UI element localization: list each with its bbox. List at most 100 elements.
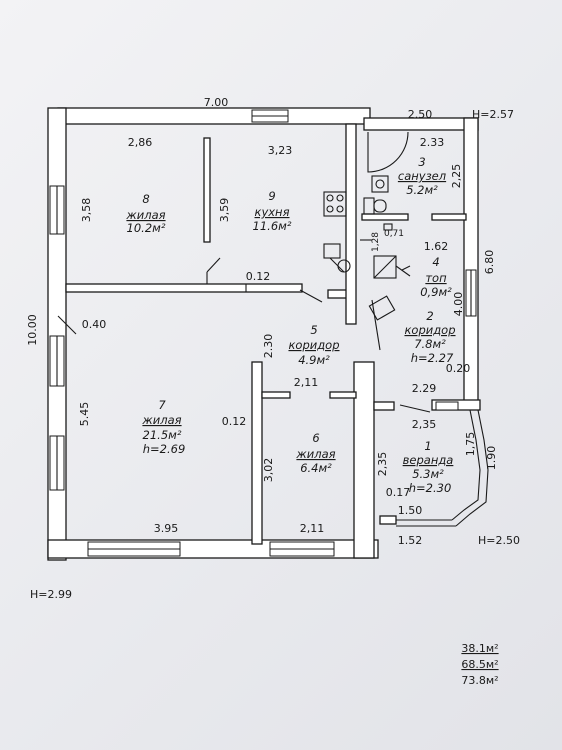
dim-2-11-a: 2,11 [294,376,319,389]
room-name: коридор [288,338,339,352]
kitchen-sink-icon [323,243,341,259]
windows [49,109,489,557]
room-name: топ [425,271,447,285]
toilet-icon [373,199,387,213]
room-name: кухня [255,205,290,219]
wall-veranda-stub [373,401,395,411]
corridor-device-icon [368,295,396,321]
dim-4-00: 4.00 [452,292,465,317]
dim-3-23: 3,23 [268,144,293,157]
room-7-label: 7 жилая 21.5м² h=2.69 [141,398,185,456]
door-8-arc [206,257,221,273]
room-number: 9 [268,189,275,203]
dim-2-35-b: 2,35 [412,418,437,431]
room-number: 6 [312,431,319,445]
dim-5-45: 5.45 [78,402,91,427]
room-1-label: 1 веранда 5.3м² h=2.30 [403,439,454,495]
dim-0-17: 0.17 [386,486,411,499]
dim-3-02: 3,02 [262,458,275,483]
storage-box-diag [373,255,397,279]
room-3-label: 3 санузел 5.2м² [398,155,447,197]
wall-6-top-a [261,391,291,399]
wall-top [57,107,371,125]
door-5-line [299,289,323,303]
room-2-label: 2 коридор 7.8м² h=2.27 [404,309,455,365]
door-kitchen-line [329,257,345,273]
room-name: жилая [125,208,165,222]
bath-sink-icon [371,175,389,193]
total-living-area: 38.1м² [461,642,498,655]
dim-0-12-b: 0.12 [222,415,247,428]
room-number: 3 [418,155,425,169]
wall-6-top-b [329,391,357,399]
room-number: 4 [432,255,439,269]
room-number: 1 [424,439,431,453]
dim-1-28: 1,28 [371,232,381,252]
dim-2-29: 2.29 [412,382,437,395]
total-area-with-veranda: 73.8м² [461,674,498,687]
window-veranda-top [435,401,459,411]
wall-bath-bottom-b [431,213,467,221]
area-totals: 38.1м² 68.5м² 73.8м² [461,642,498,687]
room-name: коридор [404,323,455,337]
wall-9-3 [345,123,357,325]
room-5-label: 5 коридор 4.9м² [288,323,339,367]
veranda-bay-window [451,409,481,521]
height-bottom-right: H=2.50 [478,534,520,547]
bath-door-swing [367,131,409,173]
dim-2-25: 2,25 [450,164,463,189]
room-number: 2 [426,309,433,323]
dim-right-upper: 6.80 [483,250,496,275]
dim-0-20: 0.20 [446,362,471,375]
dim-0-12-a: 0.12 [246,270,271,283]
room-name: веранда [403,453,454,467]
room-area: 6.4м² [300,461,332,475]
height-bottom-left: H=2.99 [30,588,72,601]
room-number: 5 [310,323,317,337]
partition-8-9 [203,137,211,243]
room-area: 0,9м² [420,285,452,299]
room-9-label: 9 кухня 11.6м² [253,189,292,233]
room-8-label: 8 жилая 10.2м² [125,192,165,235]
dim-1-75: 1,75 [464,432,477,457]
dim-0-71: 0,71 [384,229,404,239]
dim-3-59: 3,59 [218,198,231,223]
dim-1-50: 1.50 [398,504,423,517]
door-veranda-line [399,404,431,413]
room-6-label: 6 жилая 6.4м² [295,431,335,475]
room-name: санузел [398,169,447,183]
room-height: h=2.27 [411,351,454,365]
dim-2-33: 2.33 [420,136,445,149]
room-area: 10.2м² [127,221,166,235]
fixtures [323,131,409,321]
dim-3-95: 3.95 [154,522,179,535]
dimension-ticks [57,265,411,335]
bath-threshold [383,223,393,231]
dim-2-30: 2.30 [262,334,275,359]
dim-2-86: 2,86 [128,136,153,149]
room-area: 4.9м² [298,353,330,367]
room-area: 21.5м² [143,428,182,442]
wall-bath-bottom-a [361,213,409,221]
room-number: 7 [158,398,166,412]
corridor2-guide [371,299,381,351]
wall-7-6 [251,361,263,545]
dim-1-52: 1.52 [398,534,423,547]
room-number: 8 [142,192,149,206]
wall-left [47,107,67,561]
room-4-label: 4 топ 0,9м² [420,255,452,299]
wall-room6-right [353,361,375,559]
dim-2-11-b: 2,11 [300,522,325,535]
room-area: 5.2м² [406,183,438,197]
dim-2-35-a: 2,35 [376,452,389,477]
boiler-icon [337,259,351,273]
dim-0-40: 0.40 [82,318,107,331]
stove-icon [323,191,347,217]
room-name: жилая [141,413,181,427]
dim-right-lower: 1.90 [485,446,498,471]
wall-8-7 [65,283,303,293]
room-height: h=2.69 [143,442,186,456]
dim-top-width: 7.00 [204,96,229,109]
partitions [203,137,431,413]
